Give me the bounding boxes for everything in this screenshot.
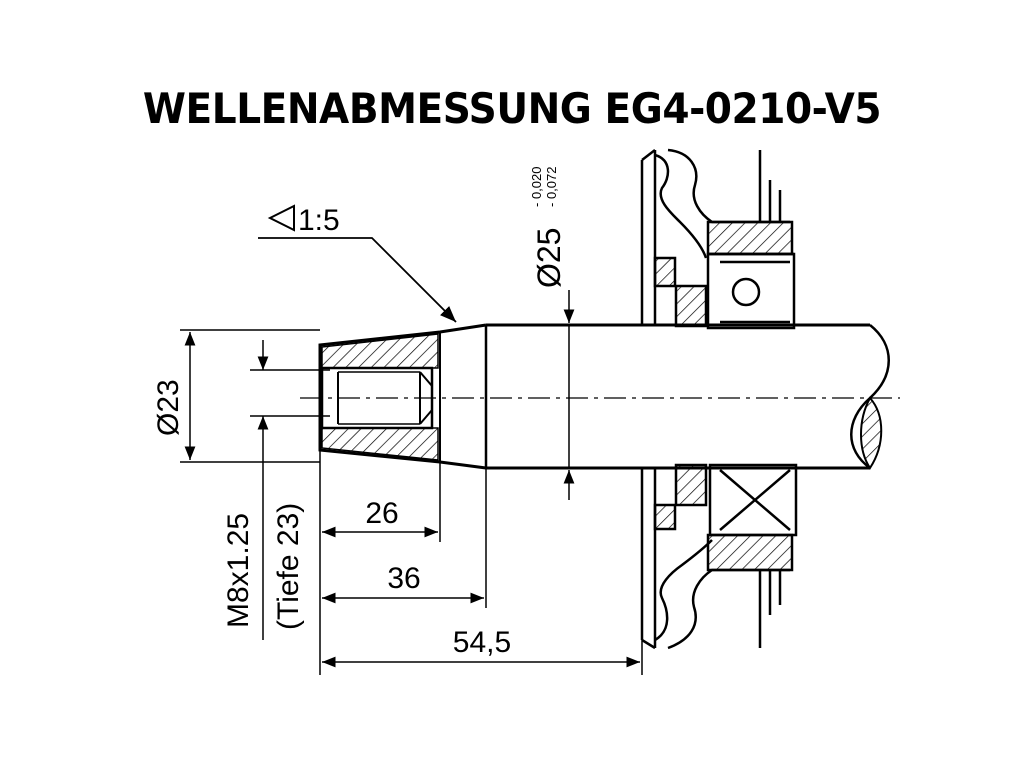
dim-26-label: 26: [365, 497, 398, 530]
tolerance-lower: - 0,072: [544, 167, 559, 207]
taper-label: 1:5: [298, 204, 340, 237]
shaft-diameter-label: Ø25: [531, 228, 567, 288]
thread-depth-label: (Tiefe 23): [272, 503, 305, 630]
shaft: [300, 323, 900, 470]
engine-housing: [640, 148, 798, 650]
dim-36-label: 36: [387, 562, 420, 595]
dim-54-label: 54,5: [453, 626, 511, 659]
thread-label: M8x1.25: [222, 513, 255, 628]
tip-diameter-label: Ø23: [152, 379, 185, 436]
tolerance-upper: - 0,020: [529, 167, 544, 207]
drawing-title: WELLENABMESSUNG EG4-0210-V5: [142, 84, 882, 133]
dimensions: [180, 204, 643, 675]
